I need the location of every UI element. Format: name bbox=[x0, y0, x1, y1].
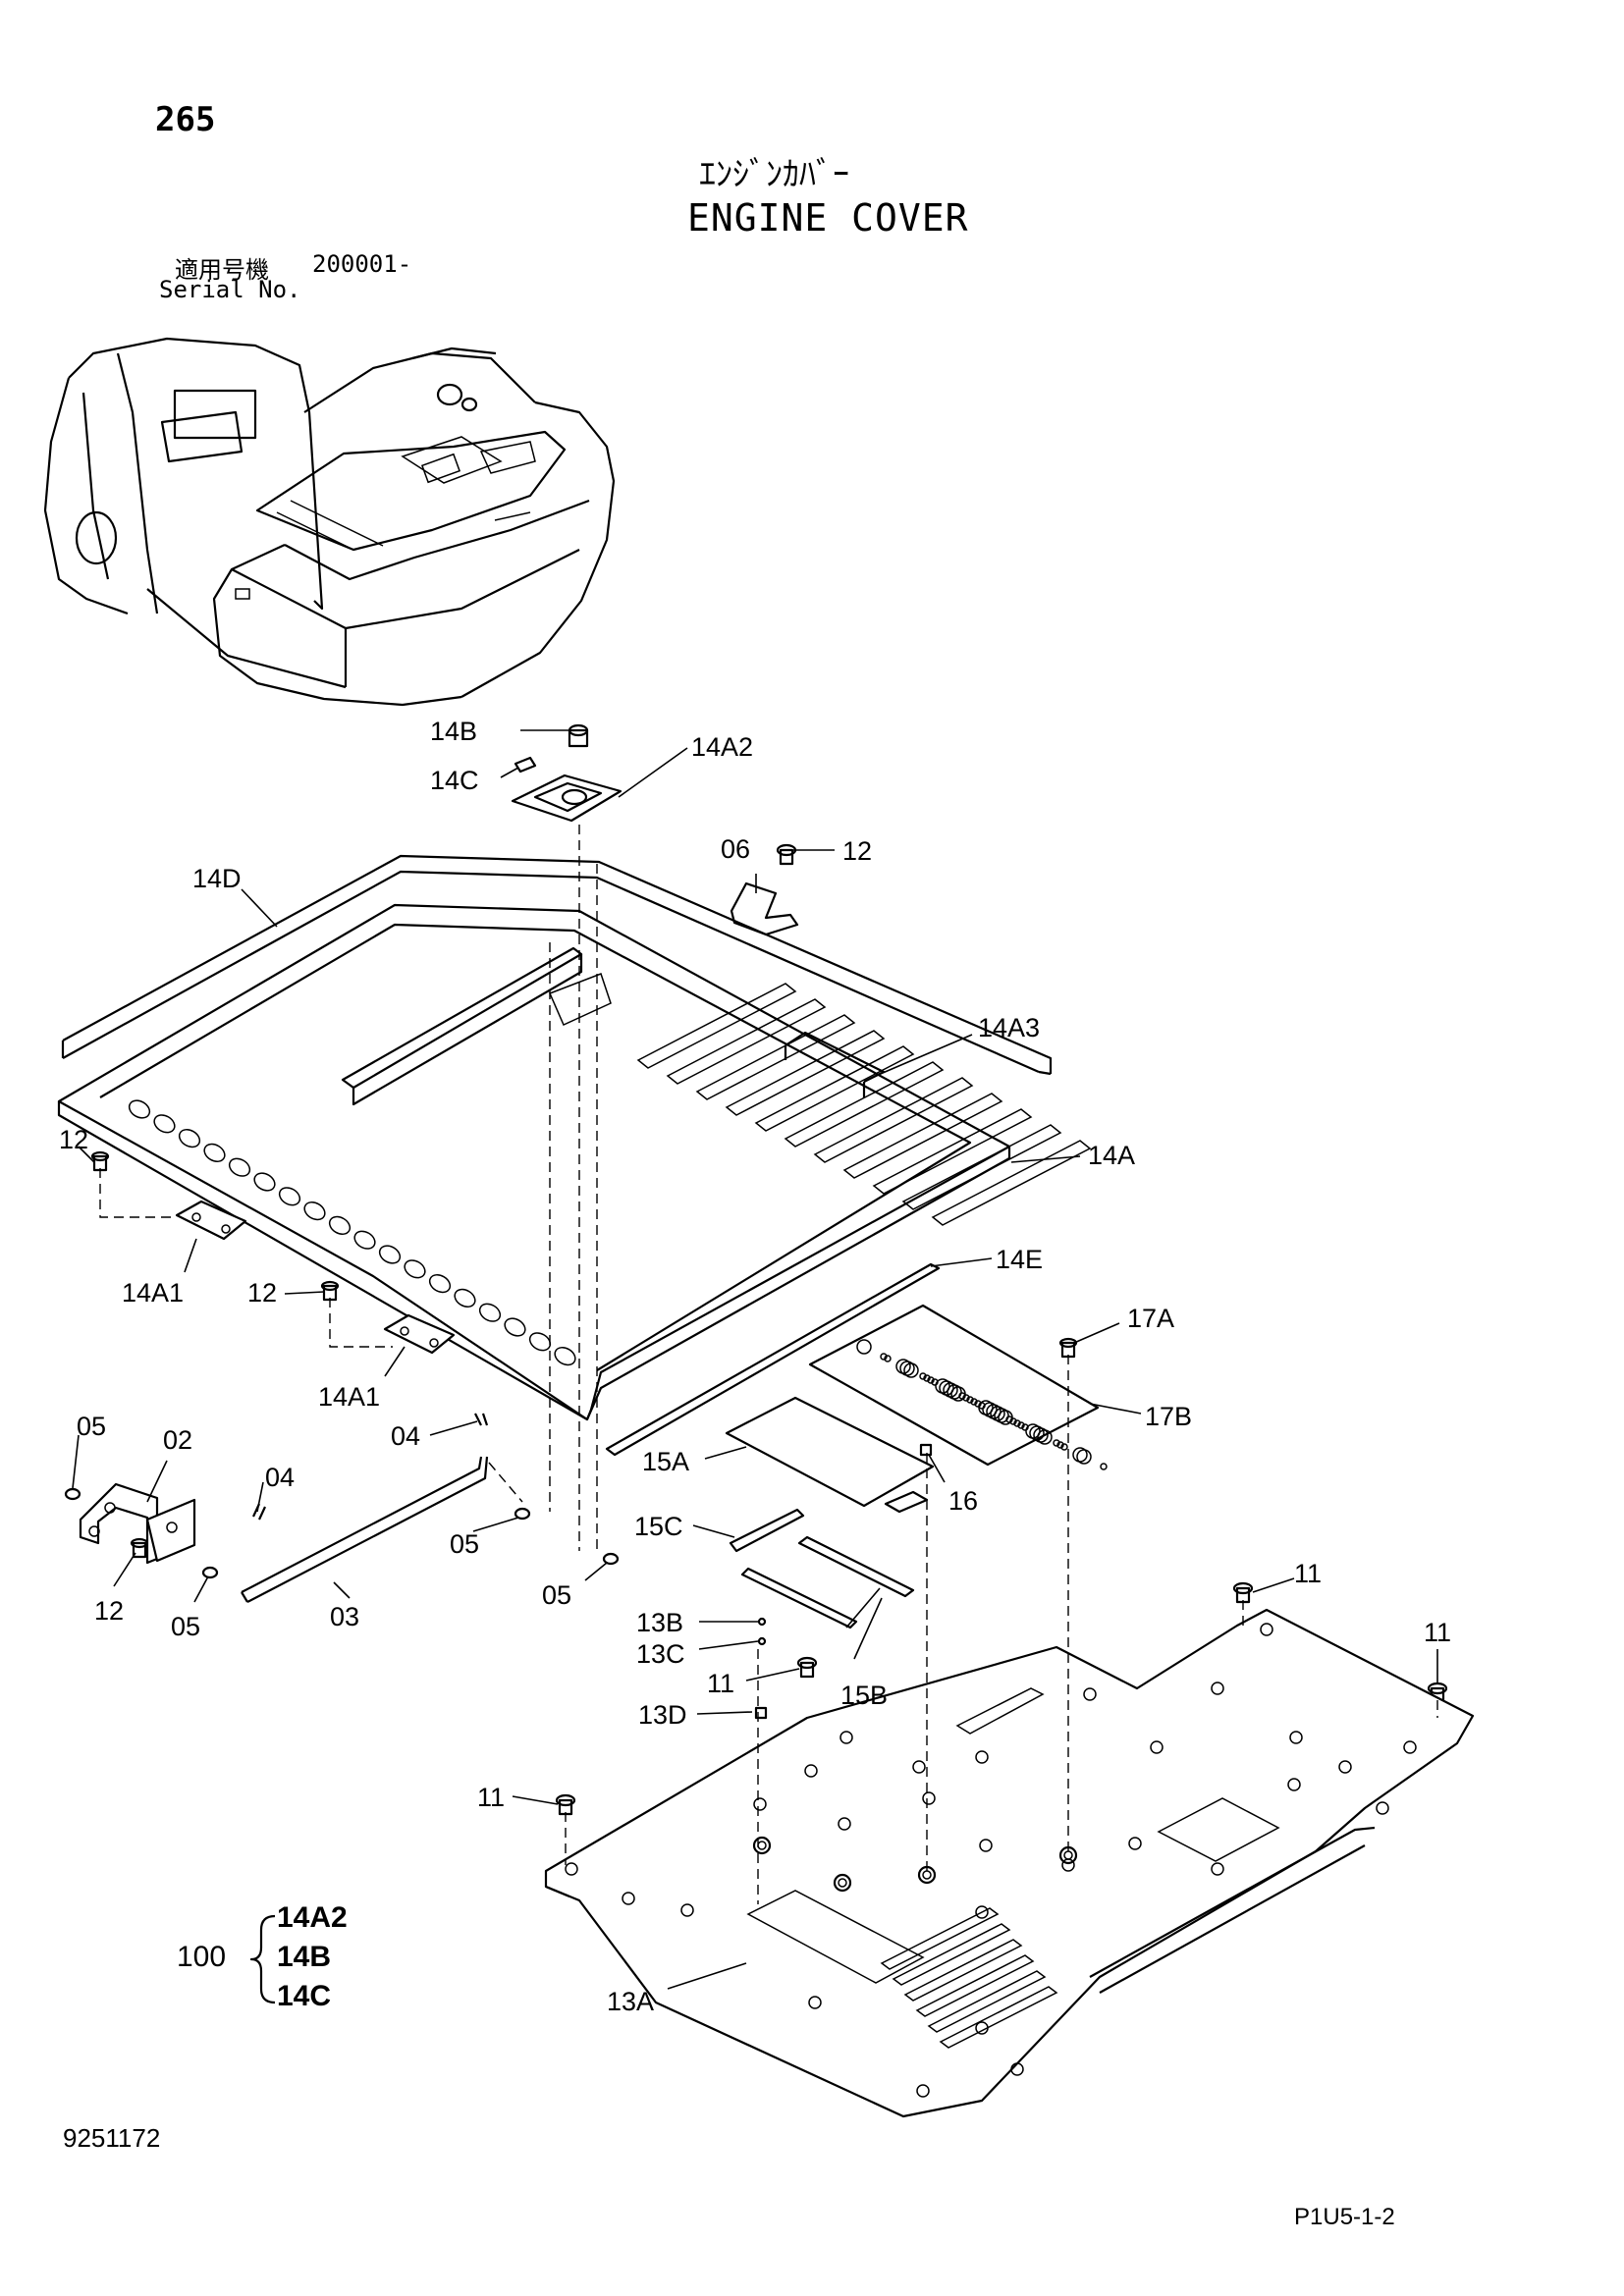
callout-15c: 15C bbox=[634, 1512, 683, 1541]
title-japanese: ｴﾝｼﾞﾝｶﾊﾞｰ bbox=[699, 155, 849, 194]
callout-11-top: 11 bbox=[1294, 1559, 1322, 1588]
cover-vent-slots bbox=[128, 983, 1092, 1366]
callout-04-lower: 04 bbox=[265, 1463, 295, 1492]
callout-04-upper: 04 bbox=[391, 1421, 420, 1451]
callout-14b: 14B bbox=[430, 717, 477, 746]
callout-leader-lines bbox=[72, 729, 1438, 1990]
callout-16: 16 bbox=[948, 1486, 978, 1516]
callout-13a: 13A bbox=[607, 1987, 654, 2016]
callout-labels: 14B 14C 14A2 06 12 14D 14A3 12 14A 14A1 … bbox=[59, 717, 1451, 2016]
callout-14a1-left: 14A1 bbox=[122, 1278, 184, 1308]
hinge-14a1-right bbox=[383, 1313, 456, 1355]
callout-05-mid: 05 bbox=[450, 1529, 479, 1559]
serial-label: Serial No. bbox=[159, 276, 301, 303]
callout-14a: 14A bbox=[1088, 1141, 1135, 1170]
callout-05-right: 05 bbox=[542, 1580, 571, 1610]
bolt-17a bbox=[1058, 1337, 1078, 1359]
small-hardware bbox=[555, 1581, 1448, 1816]
callout-11-right: 11 bbox=[1424, 1618, 1451, 1647]
page-number: 265 bbox=[155, 100, 216, 139]
document-number: 9251172 bbox=[63, 2123, 161, 2153]
support-bracket-02 bbox=[79, 1482, 196, 1565]
callout-15b: 15B bbox=[840, 1681, 888, 1710]
callout-12-mid: 12 bbox=[247, 1278, 277, 1308]
callout-02: 02 bbox=[163, 1425, 192, 1455]
latch-assembly bbox=[511, 723, 623, 823]
callout-14a3: 14A3 bbox=[978, 1013, 1040, 1042]
assembly-guide-lines bbox=[99, 825, 1438, 1904]
serial-number-value: 200001- bbox=[312, 250, 412, 278]
engine-cover-panel-14a bbox=[57, 903, 1092, 1421]
callout-12-top: 12 bbox=[842, 836, 872, 866]
page-code: P1U5-1-2 bbox=[1294, 2204, 1395, 2230]
kit-item: 14C bbox=[277, 1980, 332, 2012]
callout-06: 06 bbox=[721, 834, 750, 864]
cover-plate-15a bbox=[725, 1396, 935, 1514]
under-cover-13a bbox=[544, 1608, 1475, 2118]
callout-13b: 13B bbox=[636, 1608, 683, 1637]
kit-brace bbox=[249, 1914, 276, 2004]
callout-05-left: 05 bbox=[77, 1412, 106, 1441]
callout-14a1-right: 14A1 bbox=[318, 1382, 380, 1412]
strips-15b bbox=[740, 1535, 915, 1629]
perforated-plate-17b bbox=[808, 1304, 1108, 1470]
callout-12-bottom: 12 bbox=[94, 1596, 124, 1626]
callout-11-left: 11 bbox=[477, 1783, 505, 1812]
kit-number: 100 bbox=[177, 1941, 227, 1973]
callout-13d: 13D bbox=[638, 1700, 687, 1730]
page-title: ENGINE COVER bbox=[687, 196, 969, 240]
callout-05-bottom: 05 bbox=[171, 1612, 200, 1641]
weather-strip-14d bbox=[61, 854, 1053, 1076]
callout-03: 03 bbox=[330, 1602, 359, 1631]
kit-item: 14A2 bbox=[277, 1901, 348, 1934]
seal-strip-14e bbox=[605, 1262, 941, 1457]
kit-item: 14B bbox=[277, 1941, 332, 1973]
callout-11-mid: 11 bbox=[707, 1669, 734, 1698]
callout-15a: 15A bbox=[642, 1447, 689, 1476]
hinge-14a1-left bbox=[175, 1200, 247, 1241]
callout-14e: 14E bbox=[996, 1245, 1043, 1274]
callout-13c: 13C bbox=[636, 1639, 685, 1669]
callout-14c: 14C bbox=[430, 766, 479, 795]
callout-17a: 17A bbox=[1127, 1304, 1174, 1333]
callout-14a2: 14A2 bbox=[691, 732, 753, 762]
excavator-overview-illustration bbox=[43, 337, 616, 707]
callout-12-left: 12 bbox=[59, 1125, 88, 1154]
strip-15c bbox=[729, 1508, 805, 1553]
stay-rod-03 bbox=[241, 1456, 489, 1603]
washers-05 bbox=[64, 1487, 620, 1579]
serial-label-japanese: 適用号機 bbox=[175, 256, 269, 284]
callout-17b: 17B bbox=[1145, 1402, 1192, 1431]
callout-14d: 14D bbox=[192, 864, 242, 893]
